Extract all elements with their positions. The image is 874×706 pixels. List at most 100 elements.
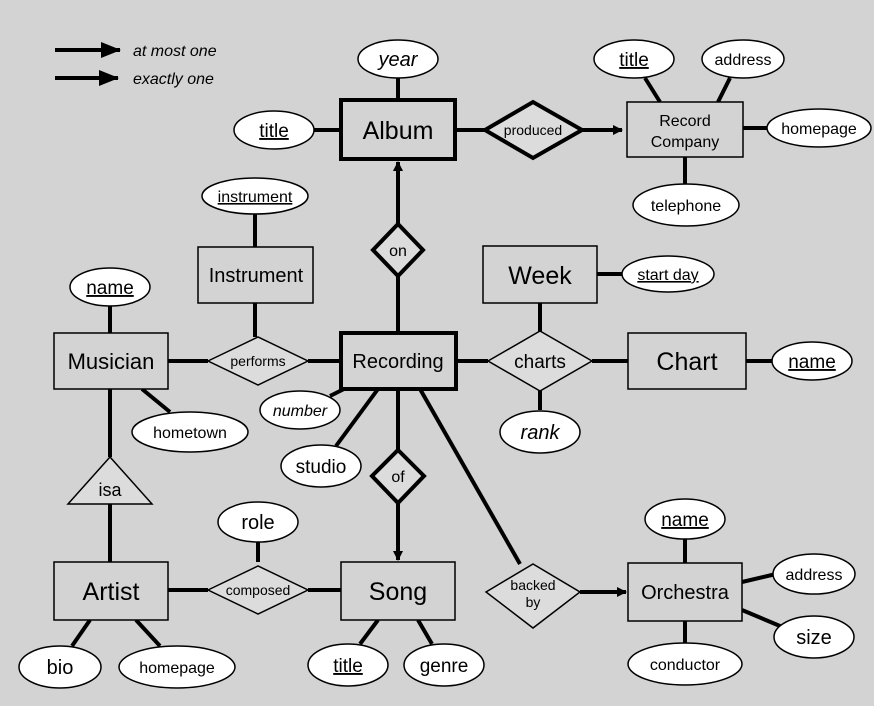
entity-instrument[interactable]: Instrument <box>197 246 314 304</box>
entity-album[interactable]: Album <box>339 98 457 161</box>
attr-company-homepage-label: homepage <box>781 121 857 138</box>
entity-recording-label: Recording <box>352 351 443 373</box>
attr-company-address-label: address <box>715 52 772 69</box>
relationship-of-label: of <box>391 469 405 486</box>
edge-recording-backedby <box>418 388 522 565</box>
attr-charts-rank[interactable]: rank <box>499 410 581 454</box>
attr-orchestra-size[interactable]: size <box>773 615 855 659</box>
attr-song-genre-label: genre <box>420 656 469 677</box>
edge-artist-homepage <box>134 618 162 648</box>
attr-album-year-label: year <box>377 49 419 71</box>
attr-chart-name-label: name <box>788 352 836 373</box>
attr-company-homepage[interactable]: homepage <box>766 108 872 148</box>
relationship-of[interactable]: of <box>369 447 427 506</box>
relationship-charts[interactable]: charts <box>486 330 594 392</box>
attr-artist-homepage[interactable]: homepage <box>118 645 236 689</box>
attr-orchestra-size-label: size <box>796 627 832 649</box>
relationship-backed-by[interactable]: backed by <box>484 563 582 629</box>
relationship-produced-label: produced <box>504 122 562 138</box>
entity-orchestra-label: Orchestra <box>641 582 730 604</box>
attr-orchestra-address[interactable]: address <box>772 553 856 595</box>
attr-instrument[interactable]: instrument <box>201 177 309 215</box>
edge-musician-hometown <box>140 387 172 414</box>
attr-orchestra-conductor[interactable]: conductor <box>627 642 743 686</box>
attr-company-telephone-label: telephone <box>651 198 721 215</box>
relationship-backed-by-label-1: backed <box>510 577 555 593</box>
attr-album-year[interactable]: year <box>357 39 439 79</box>
attr-week-start-day[interactable]: start day <box>621 255 715 293</box>
attr-company-address[interactable]: address <box>701 39 785 79</box>
entity-record-company-label-1: Record <box>659 113 711 130</box>
attr-musician-name-label: name <box>86 278 134 299</box>
relationship-composed-label: composed <box>226 582 291 598</box>
attr-recording-number[interactable]: number <box>259 390 341 430</box>
relationship-performs-label: performs <box>230 353 285 369</box>
legend-exactly-one-label: exactly one <box>133 71 214 88</box>
attr-artist-bio[interactable]: bio <box>18 645 102 689</box>
attr-song-genre[interactable]: genre <box>403 643 485 687</box>
entity-song[interactable]: Song <box>340 561 456 621</box>
isa-label: isa <box>98 480 122 500</box>
edge-company-address <box>716 77 732 103</box>
attr-orchestra-conductor-label: conductor <box>650 657 721 674</box>
attr-orchestra-name-label: name <box>661 510 709 531</box>
entity-record-company-label-2: Company <box>651 134 719 151</box>
edge-song-title <box>358 618 380 646</box>
entity-song-label: Song <box>369 578 427 606</box>
entity-musician-label: Musician <box>68 349 155 374</box>
attr-company-telephone[interactable]: telephone <box>632 183 740 227</box>
relationship-composed[interactable]: composed <box>206 565 310 615</box>
edge-song-genre <box>416 618 434 646</box>
attr-musician-hometown[interactable]: hometown <box>131 411 249 453</box>
relationship-produced[interactable]: produced <box>481 99 587 161</box>
attr-chart-name[interactable]: name <box>771 341 853 381</box>
attr-composed-role-label: role <box>241 512 274 534</box>
edge-orchestra-size <box>741 608 781 628</box>
entity-artist-label: Artist <box>83 578 140 606</box>
edge-recording-studio <box>334 387 380 448</box>
edge-artist-bio <box>70 618 92 648</box>
attr-artist-bio-label: bio <box>47 657 74 679</box>
attr-musician-hometown-label: hometown <box>153 425 227 442</box>
attr-musician-name[interactable]: name <box>69 267 151 307</box>
relationship-charts-label: charts <box>514 352 566 373</box>
attr-song-title[interactable]: title <box>307 643 389 687</box>
attr-company-title[interactable]: title <box>593 39 675 79</box>
attr-composed-role[interactable]: role <box>217 501 299 543</box>
entity-week[interactable]: Week <box>482 245 598 304</box>
attr-orchestra-address-label: address <box>786 567 843 584</box>
attr-recording-studio-label: studio <box>296 457 347 478</box>
connections <box>70 76 781 648</box>
edge-orchestra-address <box>741 572 777 584</box>
attr-artist-homepage-label: homepage <box>139 660 215 677</box>
legend-at-most-one-label: at most one <box>133 43 217 60</box>
entity-artist[interactable]: Artist <box>53 561 169 621</box>
isa-triangle[interactable]: isa <box>66 455 154 505</box>
attr-song-title-label: title <box>333 656 363 677</box>
attr-recording-studio[interactable]: studio <box>280 444 362 488</box>
attr-charts-rank-label: rank <box>521 422 561 444</box>
entity-record-company[interactable]: Record Company <box>626 101 744 158</box>
entity-recording[interactable]: Recording <box>339 331 458 391</box>
attr-company-title-label: title <box>619 50 649 71</box>
attr-orchestra-name[interactable]: name <box>644 498 726 540</box>
entity-chart[interactable]: Chart <box>627 332 747 390</box>
entity-musician[interactable]: Musician <box>53 332 169 390</box>
attr-recording-number-label: number <box>273 403 328 420</box>
attr-instrument-label: instrument <box>218 189 293 206</box>
entity-album-label: Album <box>363 117 434 145</box>
legend: at most one exactly one <box>55 42 217 88</box>
attr-album-title[interactable]: title <box>233 110 315 150</box>
relationship-backed-by-label-2: by <box>526 594 541 610</box>
relationship-performs[interactable]: performs <box>206 336 310 386</box>
entity-week-label: Week <box>508 262 572 290</box>
attr-week-start-day-label: start day <box>637 267 698 284</box>
entity-chart-label: Chart <box>656 348 717 376</box>
attr-album-title-label: title <box>259 121 289 142</box>
entity-instrument-label: Instrument <box>209 265 304 287</box>
relationship-on[interactable]: on <box>370 221 426 279</box>
entity-orchestra[interactable]: Orchestra <box>627 562 743 622</box>
edge-company-title <box>643 76 662 104</box>
relationship-on-label: on <box>389 243 407 260</box>
